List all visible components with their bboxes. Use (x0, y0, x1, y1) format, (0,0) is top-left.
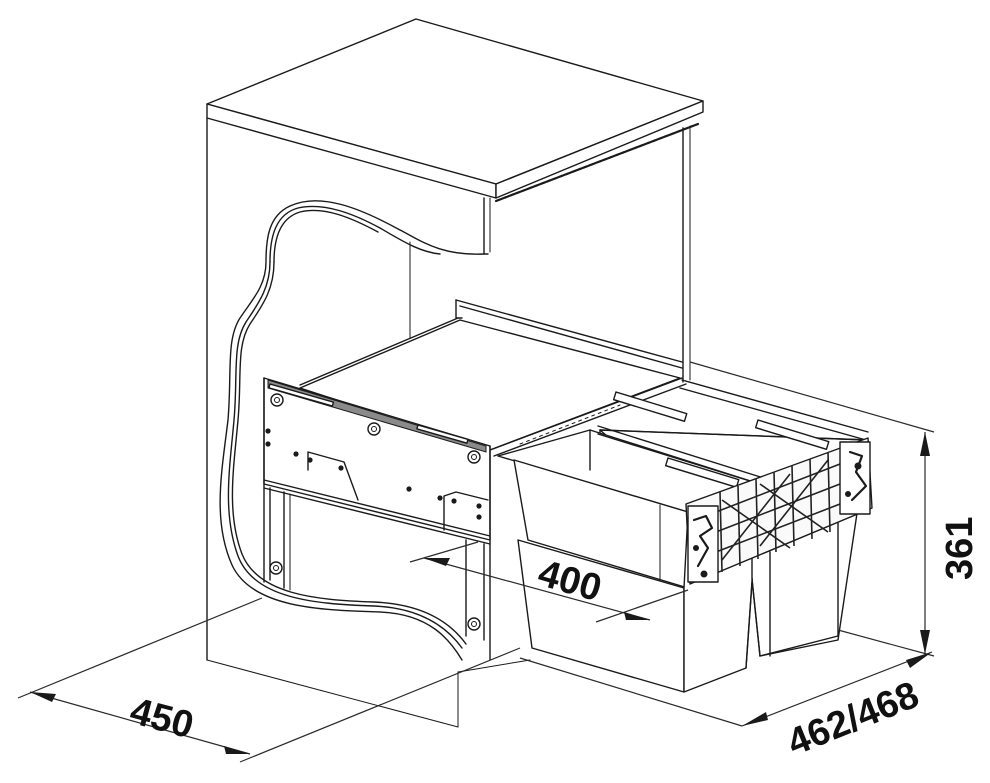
drawer-front-panel (263, 377, 491, 661)
countertop (206, 18, 704, 255)
dimension-label-462-468: 462/468 (782, 674, 925, 764)
dimension-label-450: 450 (126, 690, 198, 747)
dimension-label-361: 361 (939, 517, 981, 580)
waste-bin-large (497, 391, 830, 693)
bin-lid-grid (685, 437, 873, 585)
dimension-unit-height: 361 (689, 361, 981, 657)
water-hose (227, 205, 467, 649)
cutaway-outline (219, 200, 485, 661)
cabinet-carcass (206, 117, 691, 728)
